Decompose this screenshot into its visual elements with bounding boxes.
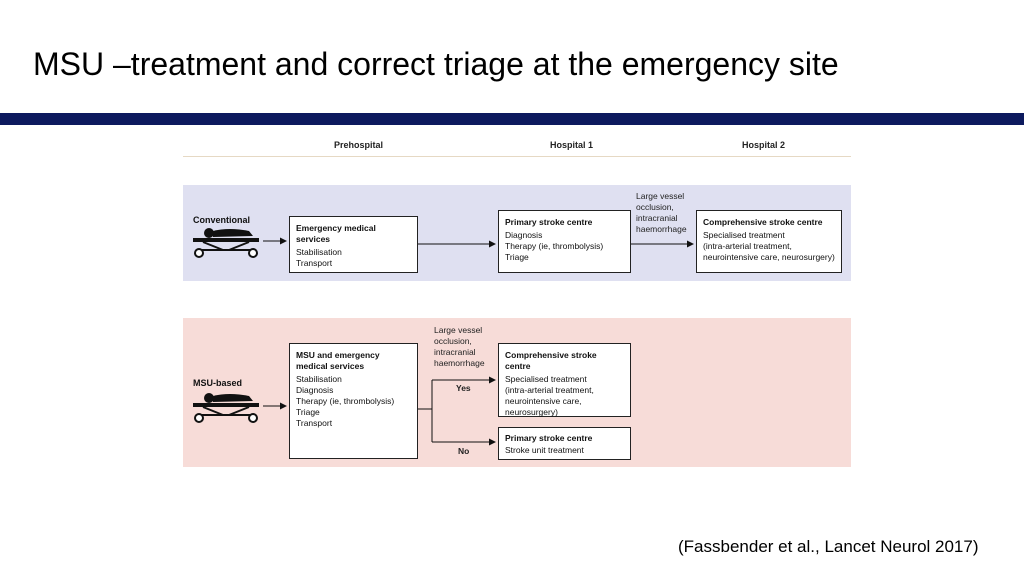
no-label: No: [458, 446, 470, 456]
citation: (Fassbender et al., Lancet Neurol 2017): [678, 537, 979, 556]
primary-title: Primary stroke centre: [505, 217, 593, 227]
patient-stretcher-icon: [193, 393, 259, 423]
msu-comprehensive-box: Comprehensive stroke centre Specialised …: [498, 343, 631, 417]
msu-line: Stabilisation: [296, 374, 342, 384]
column-hospital-1: Hospital 1: [550, 140, 594, 150]
condition-line: haemorrhage: [636, 224, 687, 234]
condition-line: intracranial: [434, 347, 476, 357]
condition-line: occlusion,: [636, 202, 674, 212]
comprehensive-line: neurointensive care, neurosurgery): [703, 252, 835, 262]
conventional-comprehensive-box: Comprehensive stroke centre Specialised …: [696, 210, 842, 273]
msu-condition: Large vessel occlusion, intracranial hae…: [434, 325, 485, 369]
conventional-condition: Large vessel occlusion, intracranial hae…: [636, 191, 687, 235]
comprehensive-line: Specialised treatment: [505, 374, 587, 384]
primary-line: Triage: [505, 252, 529, 262]
condition-line: haemorrhage: [434, 358, 485, 368]
msu-line: Therapy (ie, thrombolysis): [296, 396, 395, 406]
ems-title: Emergency medical services: [296, 223, 376, 244]
msu-ems-box: MSU and emergency medical services Stabi…: [289, 343, 418, 459]
condition-line: occlusion,: [434, 336, 472, 346]
msu-title-line: MSU and emergency: [296, 350, 380, 360]
comprehensive-title: Comprehensive stroke centre: [703, 217, 823, 227]
msu-line: Transport: [296, 418, 333, 428]
title-bar: [0, 113, 1024, 125]
comprehensive-line: (intra-arterial treatment,: [703, 241, 792, 251]
column-header-rule: [183, 156, 851, 157]
msu-primary-box: Primary stroke centre Stroke unit treatm…: [498, 427, 631, 460]
column-hospital-2: Hospital 2: [742, 140, 786, 150]
column-prehospital: Prehospital: [334, 140, 384, 150]
comprehensive-title: Comprehensive stroke centre: [505, 350, 597, 371]
comprehensive-line: neurosurgery): [505, 407, 558, 417]
conventional-ems-box: Emergency medical services Stabilisation…: [289, 216, 418, 273]
msu-label: MSU-based: [193, 378, 243, 388]
patient-stretcher-icon: [193, 228, 259, 258]
primary-line: Diagnosis: [505, 230, 543, 240]
comprehensive-line: neurointensive care,: [505, 396, 582, 406]
condition-line: Large vessel: [434, 325, 483, 335]
yes-label: Yes: [456, 383, 471, 393]
comprehensive-line: Specialised treatment: [703, 230, 785, 240]
msu-line: Triage: [296, 407, 320, 417]
comprehensive-line: (intra-arterial treatment,: [505, 385, 594, 395]
condition-line: Large vessel: [636, 191, 685, 201]
branch-connector: [418, 380, 433, 442]
conventional-primary-box: Primary stroke centre Diagnosis Therapy …: [498, 210, 631, 273]
primary-title: Primary stroke centre: [505, 433, 593, 443]
msu-title-line: medical services: [296, 361, 365, 371]
ems-line: Transport: [296, 258, 333, 268]
condition-line: intracranial: [636, 213, 678, 223]
msu-line: Diagnosis: [296, 385, 334, 395]
primary-line: Therapy (ie, thrombolysis): [505, 241, 604, 251]
conventional-label: Conventional: [193, 215, 251, 225]
ems-line: Stabilisation: [296, 247, 342, 257]
primary-line: Stroke unit treatment: [505, 445, 584, 455]
slide-title: MSU –treatment and correct triage at the…: [33, 46, 839, 82]
